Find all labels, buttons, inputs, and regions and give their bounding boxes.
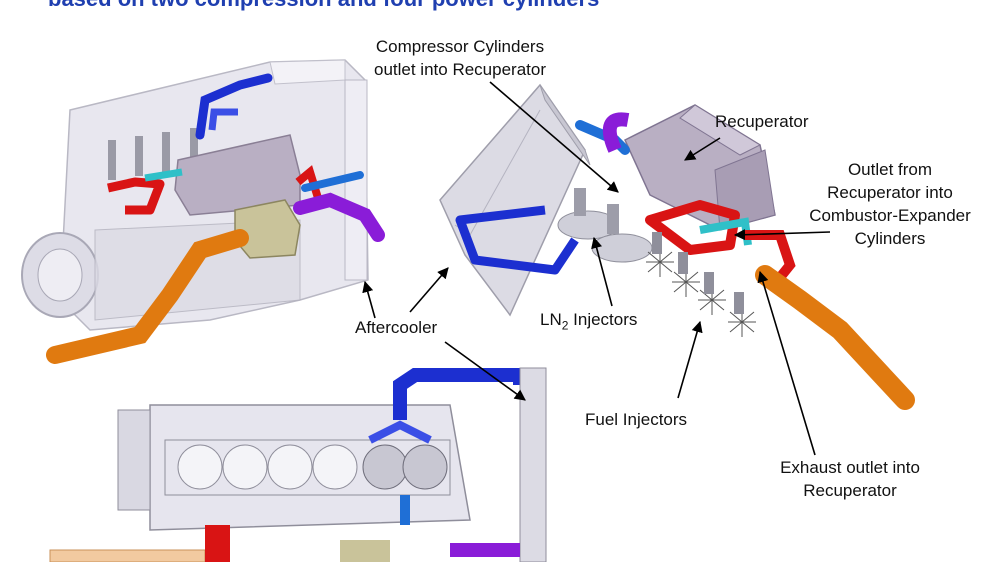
label-ln2-subscript: 2 [561, 318, 569, 333]
label-compressor-line2: outlet into Recuperator [374, 60, 546, 79]
label-compressor-line1: Compressor Cylinders [375, 37, 545, 56]
engine-block-left [21, 59, 385, 364]
label-outlet-line4: Cylinders [854, 229, 926, 248]
label-ln2-suffix: Injectors [568, 310, 638, 329]
leader-lines [362, 81, 831, 456]
pipes-right [455, 112, 915, 410]
label-aftercooler: Aftercooler [355, 318, 438, 337]
label-exhaust-line2: Recuperator [803, 481, 897, 500]
label-outlet-line3: Combustor-Expander [809, 206, 971, 225]
label-ln2-injectors: LN2 Injectors [540, 308, 637, 337]
label-recuperator-outlet: Outlet from Recuperator into Combustor-E… [790, 158, 990, 250]
label-compressor-outlet: Compressor Cylinders outlet into Recuper… [345, 35, 575, 81]
label-exhaust-line1: Exhaust outlet into [780, 458, 920, 477]
fuel-injector-sprays [646, 232, 756, 337]
label-recuperator: Recuperator [715, 112, 809, 131]
label-fuel-injectors: Fuel Injectors [585, 410, 688, 429]
slide-headline: based on two compression and four power … [48, 0, 599, 12]
label-outlet-line2: Recuperator into [827, 183, 953, 202]
label-exhaust-outlet: Exhaust outlet into Recuperator [760, 456, 940, 502]
label-outlet-line1: Outlet from [847, 160, 933, 179]
aftercooler-right [439, 83, 591, 317]
label-ln2-prefix: LN [540, 310, 562, 329]
engine-block-bottom [49, 367, 547, 562]
